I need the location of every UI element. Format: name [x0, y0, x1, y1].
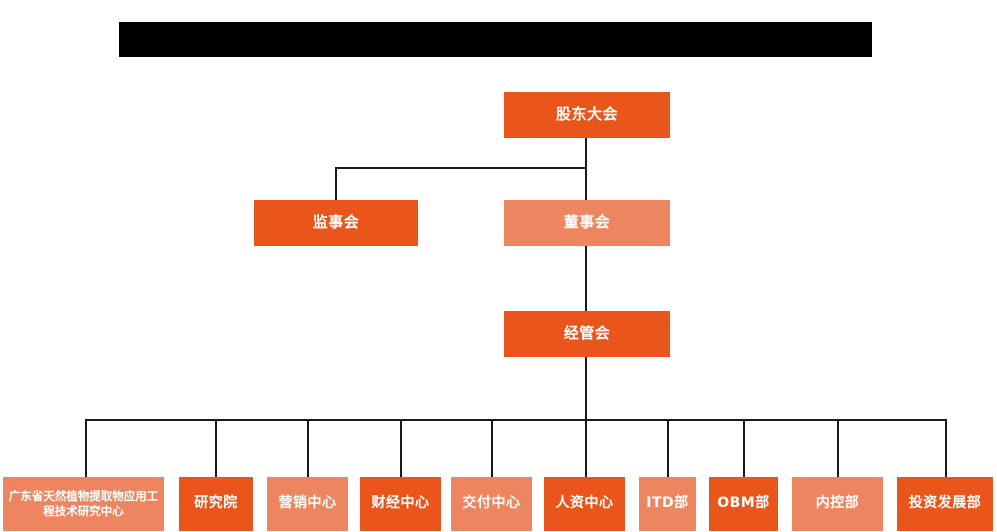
connector-drop-finance-center: [400, 419, 402, 477]
node-investment-development-department[interactable]: 投资发展部: [897, 477, 993, 531]
connector-management-down: [585, 357, 587, 420]
connector-drop-delivery-center: [491, 419, 493, 477]
node-internal-control-department[interactable]: 内控部: [792, 477, 883, 531]
connector-drop-obm-department: [743, 419, 745, 477]
connector-drop-marketing-center: [307, 419, 309, 477]
node-obm-department[interactable]: OBM部: [709, 477, 778, 531]
node-board-of-supervisors[interactable]: 监事会: [254, 200, 418, 246]
node-board-of-directors[interactable]: 董事会: [504, 200, 670, 246]
node-research-institute[interactable]: 研究院: [179, 477, 253, 531]
connector-to-directors: [585, 167, 587, 201]
connector-drop-internal-control-department: [837, 419, 839, 477]
connector-l1-down: [585, 138, 587, 169]
connector-drop-hr-center: [585, 419, 587, 477]
redacted-title-bar: [119, 22, 872, 57]
connector-directors-to-management: [585, 246, 587, 311]
connector-to-supervisors: [335, 167, 337, 201]
node-management-committee[interactable]: 经管会: [504, 311, 670, 357]
node-delivery-center[interactable]: 交付中心: [451, 477, 532, 531]
node-finance-center[interactable]: 财经中心: [360, 477, 441, 531]
node-shareholders-meeting[interactable]: 股东大会: [504, 92, 670, 138]
node-marketing-center[interactable]: 营销中心: [267, 477, 348, 531]
node-hr-center[interactable]: 人资中心: [544, 477, 625, 531]
node-gd-plant-extract-center[interactable]: 广东省天然植物提取物应用工程技术研究中心: [3, 477, 164, 531]
connector-drop-investment-development-department: [945, 419, 947, 477]
connector-drop-itd-department: [667, 419, 669, 477]
connector-department-bus: [85, 419, 946, 421]
connector-l1-bus: [335, 167, 586, 169]
connector-drop-gd-plant-extract-center: [85, 419, 87, 477]
node-itd-department[interactable]: ITD部: [639, 477, 696, 531]
connector-drop-research-institute: [215, 419, 217, 477]
